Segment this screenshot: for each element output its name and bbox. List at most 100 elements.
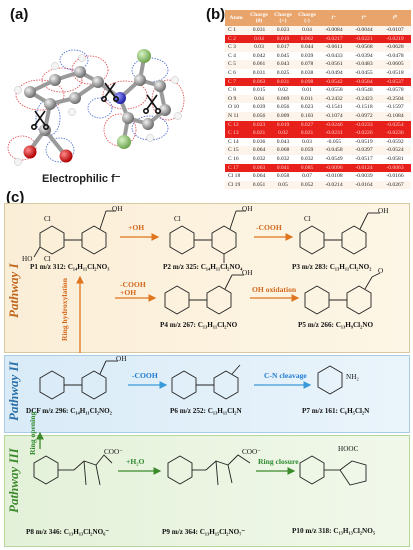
table-cell-qp: 0.032 [276,155,290,162]
table-cell-q0: 0.04 [254,95,264,102]
table-cell-fm: -0.0433 [325,52,343,59]
table-cell-qm: 0.04 [302,27,312,33]
table-cell-qm: 0.021 [300,130,314,137]
table-cell-fp: -0.0221 [355,35,373,42]
table-cell-atom: C 7 [228,78,236,85]
table-cell-atom: C 2 [228,35,236,42]
table-cell-qm: 0.07 [302,173,312,180]
table-cell-fp: -0.0519 [355,138,373,145]
compound-p5-label: P5 m/z 266: C₁₃H₉Cl₂NO [298,321,374,329]
table-cell-q0: 0.039 [252,104,266,111]
table-cell-f0: -0.0628 [386,44,404,51]
table-cell-f0: -0.0581 [386,155,404,162]
table-cell-qm: 0.032 [300,155,314,162]
table-cell-fp: -0.0226 [355,130,373,137]
table-cell-f0: -0.0219 [386,35,404,42]
structure-p10 [299,455,367,486]
table-cell-qp: 0.058 [276,173,290,180]
structure-p2 [169,210,246,263]
table-cell-qp: 0.019 [276,35,290,42]
table-cell-f0: -0.0254 [386,121,404,128]
table-cell-fp: -0.0548 [355,87,373,94]
panel-c-label: (c) [6,189,25,206]
table-cell-qm: 0.085 [300,164,314,171]
table-cell-fm: -0.0558 [325,87,343,94]
arrow-label-ring-hydroxylation: Ring hydroxylation [60,278,69,341]
table-cell-qp: 0.056 [276,104,290,111]
table-cell-f0: -0.0524 [386,147,404,154]
table-cell-atom: N 11 [228,112,239,119]
structure-p7 [317,365,343,395]
table-cell-fm: -0.1074 [325,112,343,119]
table-cell-fm: -0.0096 [325,164,343,171]
table-cell-q0: 0.056 [252,112,266,119]
compound-p10-label: P10 m/z 318: C₁₃H₁₃Cl₂NO₅ [292,527,375,535]
structure-p8 [33,454,113,486]
table-cell-fm: -0.0494 [325,69,343,76]
table-cell-fm: -0.0084 [325,27,343,33]
table-cell-q0: 0.031 [252,69,266,76]
table-cell-qp: 0.02 [278,130,288,137]
table-cell-qm: 0.03 [302,138,312,145]
table-cell-fm: -0.2432 [325,95,343,102]
table-cell-fm: -0.0108 [325,173,343,180]
panel-b-label: (b) [206,6,226,23]
table-cell-f0: -0.0166 [386,173,404,180]
table-cell-qp: 0.023 [276,27,290,33]
panel-a-caption: Electrophilic f⁻ [42,173,121,185]
table-cell-q0: 0.04 [254,35,264,42]
panel-c: (c) Pathway I Pathway II Pathway III [0,189,413,550]
table-cell-qp: 0.05 [278,181,288,188]
table-cell-atom: C 15 [228,147,239,154]
table-cell-f0: -0.0605 [386,61,404,68]
table-cell-f0: -0.0578 [386,87,404,94]
arrow-label-ring-opening: Ring opening [28,411,37,455]
table-cell-qm: 0.011 [300,95,314,102]
table-cell-atom: C 5 [228,61,236,68]
compound-p6-label: P6 m/z 252: C₁₃H₁₁Cl₂N [170,407,242,415]
table-cell-fm: -0.0217 [325,35,343,42]
arrow-label-oh: +OH [128,223,145,232]
table-cell-q0: 0.023 [252,121,266,128]
table-cell-atom: Cl 19 [228,181,241,188]
table-cell-qp: 0.041 [276,164,290,171]
table-cell-f0: -0.2504 [386,95,404,102]
table-cell-atom: C 14 [228,138,239,145]
table-cell-atom: C 12 [228,121,239,128]
table-cell-qp: 0.019 [276,121,290,128]
table-cell-qm: 0.038 [300,69,314,76]
compound-p9-label: P9 m/z 364: C₁₃H₁₅Cl₂NO₇⁻ [162,528,246,536]
arrow-label-cooh-oh: -COOH +OH [120,280,146,297]
table-cell-f0: -0.0063 [386,164,404,171]
table-cell-qp: 0.045 [276,52,290,59]
arrow-label-cooh-2: -COOH [132,371,158,380]
table-cell-fm: -0.0549 [325,155,343,162]
panel-a: (a) [0,0,203,192]
atom-cl: Cl [44,255,51,263]
table-cell-f0: -0.0478 [386,52,404,59]
table-cell-f0: -0.0537 [386,78,404,85]
table-cell-qp: 0.02 [278,87,288,94]
table-cell-fm: -0.0246 [325,121,343,128]
table-cell-qm: 0.044 [300,44,314,51]
table-cell-atom: C 13 [228,130,239,137]
table-cell-q0: 0.063 [252,164,266,171]
table-cell-fp: -0.0233 [355,121,373,128]
arrow-label-cn-cleavage: C-N cleavage [264,371,307,380]
table-cell-fp: -0.0039 [355,173,373,180]
table-cell-atom: C 1 [228,27,236,33]
table-cell-fm: -0.1541 [325,104,343,111]
header-atom: Atom [225,10,247,26]
table-cell-q0: 0.042 [252,52,266,59]
table-cell-f0: -0.0592 [386,138,404,145]
